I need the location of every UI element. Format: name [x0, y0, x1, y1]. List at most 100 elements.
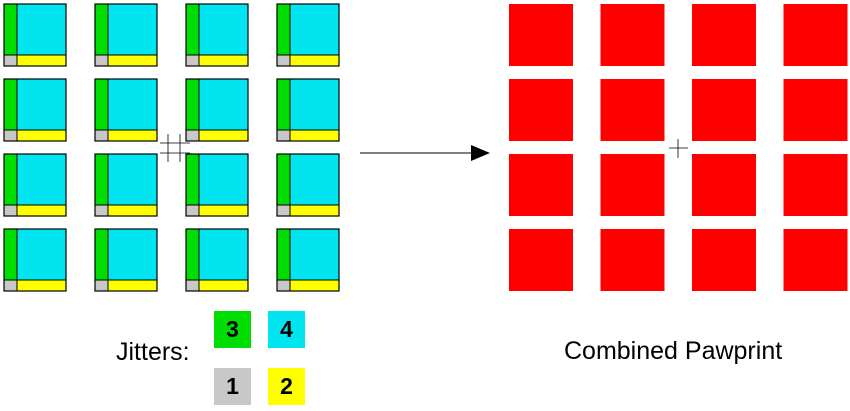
jitter-1-area: [185, 54, 200, 67]
combined-tile: [600, 4, 665, 66]
jitter-tile-outline: [94, 153, 158, 217]
jitter-4-area: [107, 228, 158, 281]
jitter-tile: [276, 153, 340, 217]
combined-tile: [600, 154, 665, 216]
jitter-2-area: [289, 129, 340, 142]
jitter-2-area: [198, 54, 249, 67]
jitter-tile-outline: [94, 3, 158, 67]
jitter-key-4: 4: [268, 311, 305, 348]
jitter-1-area: [3, 204, 18, 217]
jitter-tile-outline: [185, 3, 249, 67]
jitter-tile-outline: [185, 228, 249, 292]
jitter-tile-outline: [276, 3, 340, 67]
combined-tile: [509, 229, 573, 291]
combined-tile: [692, 229, 756, 291]
combined-pawprint-label: Combined Pawprint: [564, 337, 783, 365]
jitter-tile-outline: [276, 153, 340, 217]
jitter-tile: [3, 228, 67, 292]
jitter-4-area: [198, 228, 249, 281]
jitter-4-area: [289, 78, 340, 131]
jitter-3-area: [276, 153, 291, 206]
combined-tile: [509, 154, 573, 216]
jitter-2-area: [198, 279, 249, 292]
jitter-1-area: [185, 129, 200, 142]
jitter-tile: [94, 78, 158, 142]
jitter-tile: [185, 78, 249, 142]
jitter-tile-outline: [3, 228, 67, 292]
combined-pawprint-grid: [509, 4, 848, 291]
jitter-3-area: [94, 228, 109, 281]
arrow-head: [471, 145, 490, 161]
jitter-1-area: [3, 279, 18, 292]
jitter-4-area: [107, 153, 158, 206]
jitter-key-1: 1: [214, 368, 251, 405]
jitter-4-area: [107, 78, 158, 131]
jitter-3-area: [3, 78, 18, 131]
combined-tile: [509, 79, 573, 141]
jitter-4-area: [16, 228, 67, 281]
combined-tile: [692, 79, 756, 141]
jitter-3-area: [3, 3, 18, 56]
jitter-1-area: [3, 129, 18, 142]
jitter-2-area: [16, 54, 67, 67]
jitter-tile: [185, 228, 249, 292]
jitter-tile: [276, 228, 340, 292]
combined-tile: [783, 79, 848, 141]
jitter-2-area: [107, 54, 158, 67]
jitter-2-area: [107, 129, 158, 142]
right-center-crosshair: [669, 139, 688, 158]
jitter-3-area: [185, 153, 200, 206]
jitter-tile: [276, 3, 340, 67]
left-center-crosshair: [160, 134, 190, 162]
jitter-4-area: [16, 153, 67, 206]
jitter-4-area: [289, 3, 340, 56]
jitter-4-area: [289, 228, 340, 281]
jitter-4-area: [16, 3, 67, 56]
jitter-1-area: [185, 279, 200, 292]
combined-tile: [783, 229, 848, 291]
jitter-3-area: [276, 78, 291, 131]
jitters-label: Jitters:: [116, 338, 190, 366]
jitter-1-area: [276, 204, 291, 217]
jitter-tile-outline: [185, 153, 249, 217]
jitter-2-area: [16, 204, 67, 217]
combined-tile: [600, 229, 665, 291]
jitter-1-area: [276, 279, 291, 292]
combined-tile: [509, 4, 573, 66]
combined-tile: [783, 154, 848, 216]
jitter-tile-outline: [3, 3, 67, 67]
jitter-3-area: [3, 153, 18, 206]
jitter-tile: [3, 153, 67, 217]
jitter-1-area: [3, 54, 18, 67]
jitter-tile: [3, 3, 67, 67]
jitter-tile-outline: [185, 78, 249, 142]
jitter-2-area: [198, 204, 249, 217]
jitter-4-area: [198, 78, 249, 131]
jitter-1-area: [94, 129, 109, 142]
jitter-4-area: [16, 78, 67, 131]
jitter-2-area: [16, 129, 67, 142]
jitter-tile: [94, 228, 158, 292]
jitter-3-area: [185, 228, 200, 281]
jitter-tile-outline: [276, 228, 340, 292]
jitter-2-area: [289, 204, 340, 217]
jitter-1-area: [276, 129, 291, 142]
jitter-4-area: [198, 153, 249, 206]
jitter-4-area: [198, 3, 249, 56]
jitter-3-area: [3, 228, 18, 281]
jitter-2-area: [289, 54, 340, 67]
jitter-tile-outline: [3, 78, 67, 142]
jitter-1-area: [276, 54, 291, 67]
jitter-3-area: [94, 78, 109, 131]
combined-tile: [692, 4, 756, 66]
jitter-3-area: [276, 228, 291, 281]
jitter-tile-outline: [94, 228, 158, 292]
jittered-pawprint-grid: [3, 3, 340, 292]
jitter-3-area: [185, 78, 200, 131]
combined-tile: [692, 154, 756, 216]
jitter-tile: [94, 153, 158, 217]
jitter-1-area: [94, 279, 109, 292]
jitter-2-area: [198, 129, 249, 142]
jitter-tile-outline: [276, 78, 340, 142]
